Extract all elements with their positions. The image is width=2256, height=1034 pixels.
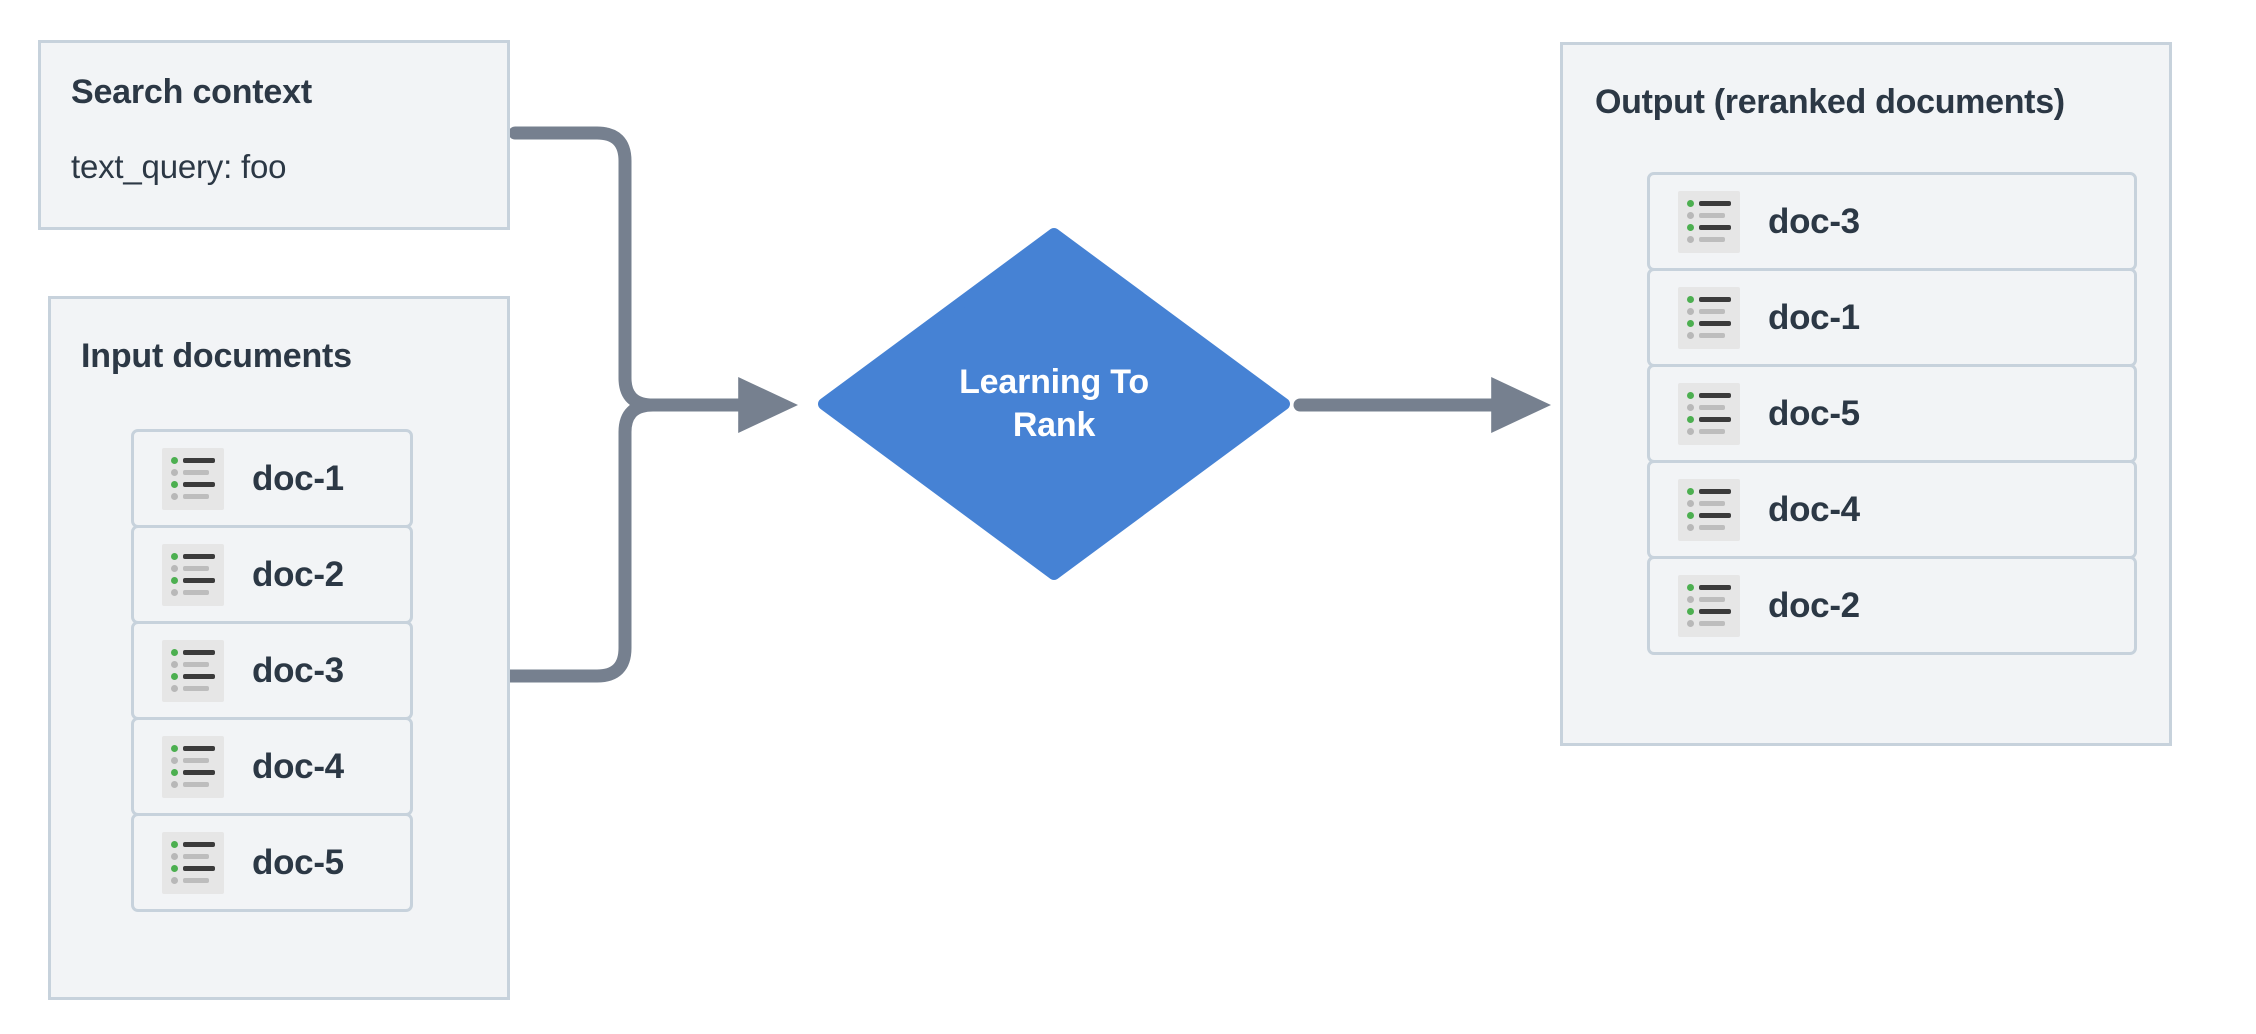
document-list-icon	[1678, 478, 1740, 541]
list-item[interactable]: doc-1	[131, 429, 413, 528]
list-item-label: doc-1	[1768, 297, 1860, 337]
list-item[interactable]: doc-3	[1647, 172, 2137, 271]
document-list-icon	[162, 831, 224, 894]
list-item-label: doc-2	[252, 554, 344, 594]
output-documents-list: doc-3 doc-1 doc-5	[1647, 172, 2137, 655]
search-context-title: Search context	[71, 73, 312, 111]
list-item-label: doc-2	[1768, 585, 1860, 625]
search-context-query: text_query: foo	[71, 148, 287, 185]
input-documents-title: Input documents	[81, 337, 352, 375]
list-item[interactable]: doc-5	[1647, 364, 2137, 463]
document-list-icon	[1678, 382, 1740, 445]
document-list-icon	[162, 543, 224, 606]
document-list-icon	[1678, 190, 1740, 253]
connector-search-context-to-process	[508, 126, 660, 412]
input-documents-list: doc-1 doc-2 doc-3	[131, 429, 413, 912]
list-item[interactable]: doc-2	[131, 525, 413, 624]
document-list-icon	[1678, 574, 1740, 637]
list-item-label: doc-5	[252, 842, 344, 882]
process-node-learning-to-rank[interactable]: Learning To Rank	[818, 228, 1290, 580]
list-item-label: doc-3	[1768, 201, 1860, 241]
input-documents-panel: Input documents doc-1 doc-2	[48, 296, 510, 1000]
document-list-icon	[1678, 286, 1740, 349]
document-list-icon	[162, 639, 224, 702]
document-list-icon	[162, 735, 224, 798]
list-item[interactable]: doc-4	[1647, 460, 2137, 559]
connector-input-documents-to-process	[501, 398, 660, 683]
list-item-label: doc-4	[1768, 489, 1860, 529]
list-item-label: doc-1	[252, 458, 344, 498]
list-item[interactable]: doc-4	[131, 717, 413, 816]
diamond-shape	[818, 228, 1290, 580]
list-item[interactable]: doc-5	[131, 813, 413, 912]
document-list-icon	[162, 447, 224, 510]
output-panel-title: Output (reranked documents)	[1595, 83, 2065, 121]
list-item-label: doc-5	[1768, 393, 1860, 433]
output-panel: Output (reranked documents) doc-3	[1560, 42, 2172, 746]
list-item[interactable]: doc-3	[131, 621, 413, 720]
list-item[interactable]: doc-1	[1647, 268, 2137, 367]
search-context-panel: Search context text_query: foo	[38, 40, 510, 230]
list-item-label: doc-4	[252, 746, 344, 786]
list-item-label: doc-3	[252, 650, 344, 690]
list-item[interactable]: doc-2	[1647, 556, 2137, 655]
